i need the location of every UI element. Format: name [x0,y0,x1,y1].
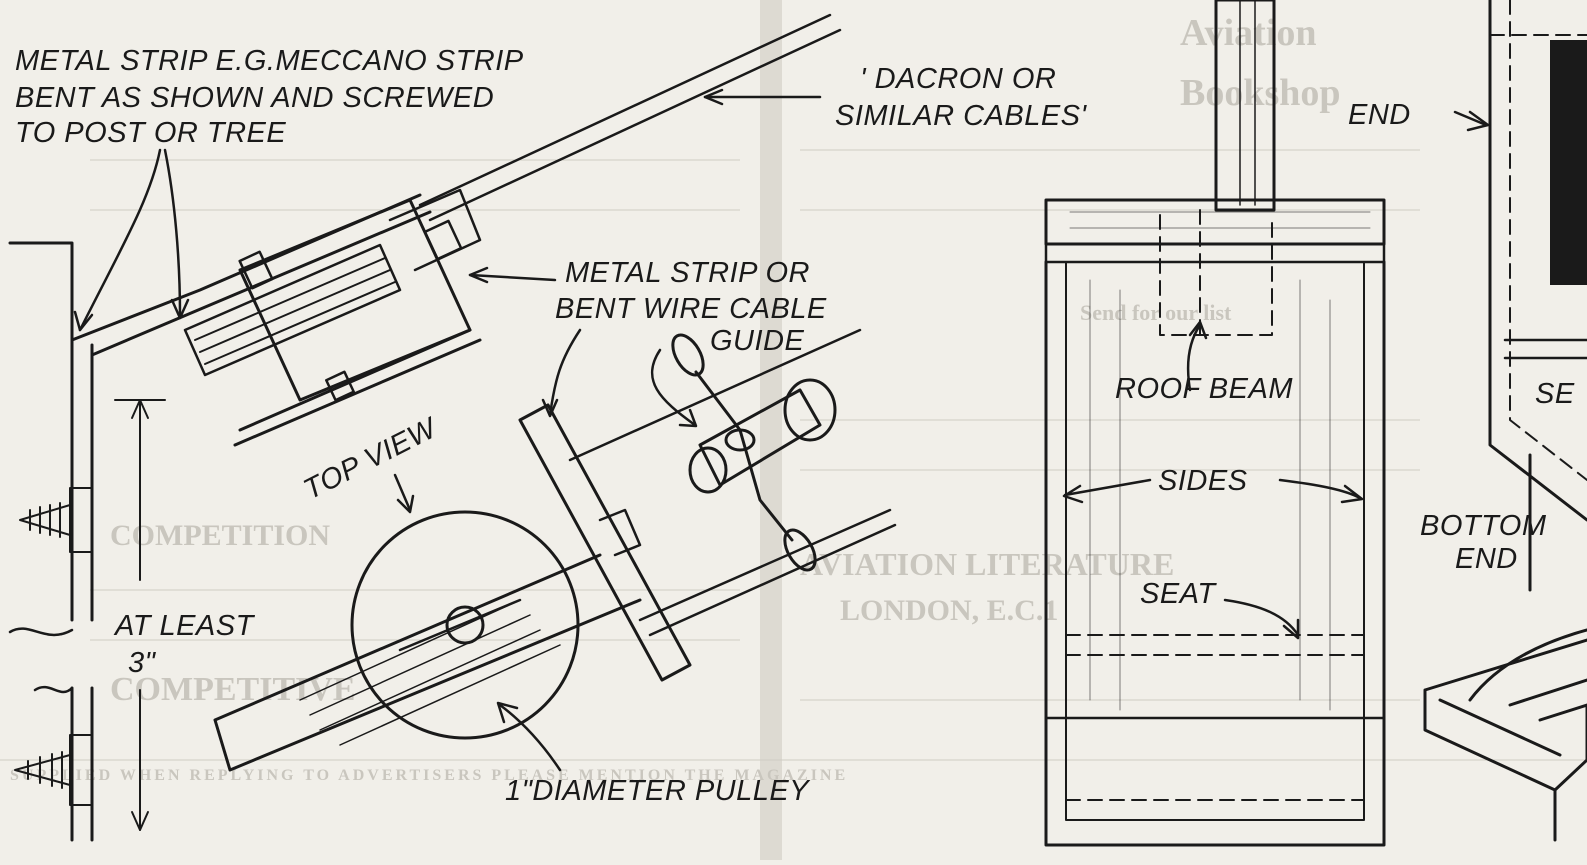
label-end: END [1348,99,1411,131]
dark-panel [1550,40,1587,285]
screw-bottom [14,734,93,806]
bg-text-right-1: Aviation [1180,12,1317,54]
label-at-least-2: 3" [128,647,157,679]
label-metal-strip-2: BENT AS SHOWN AND SCREWED [15,82,494,114]
screw-top [19,487,93,553]
label-guide-2: BENT WIRE CABLE [555,293,827,325]
bg-text-right-4: AVIATION LITERATURE [800,546,1174,582]
bg-text-right-2: Bookshop [1180,72,1341,114]
label-at-least-1: AT LEAST [113,610,256,642]
label-pulley: 1"DIAMETER PULLEY [505,775,811,807]
label-guide-3: GUIDE [710,325,805,357]
label-dacron-2: SIMILAR CABLES' [835,100,1088,132]
leader-arrows [73,88,822,772]
bg-text-left-1: COMPETITION [110,519,330,552]
label-roof-beam: ROOF BEAM [1115,373,1293,405]
labels: METAL STRIP E.G.MECCANO STRIP BENT AS SH… [15,45,1575,807]
bg-text-right-3: Send for our list [1080,300,1232,325]
label-top-view: TOP VIEW [299,411,444,506]
label-dacron-1: ' DACRON OR [860,63,1056,95]
label-metal-strip-3: TO POST OR TREE [15,117,286,149]
box-structure [1044,0,1386,847]
label-bottom-end-1: BOTTOM [1420,510,1547,542]
label-guide-1: METAL STRIP OR [565,257,810,289]
bg-text-bottom: SUPPLIED WHEN REPLYING TO ADVERTISERS PL… [10,767,848,784]
label-sides: SIDES [1158,465,1248,497]
post-and-bracket [8,193,432,842]
top-view-pulley [213,403,692,772]
label-metal-strip-1: METAL STRIP E.G.MECCANO STRIP [15,45,524,77]
bg-text-right-5: LONDON, E.C.1 [840,594,1058,627]
dimension-arrow [114,399,166,831]
pulley-assembly [183,188,482,447]
label-seat: SEAT [1140,578,1217,610]
right-partial-view [1423,0,1587,842]
label-cut-off: SE [1535,378,1575,410]
cable-guide-detail [671,333,837,572]
label-bottom-end-2: END [1455,543,1518,575]
